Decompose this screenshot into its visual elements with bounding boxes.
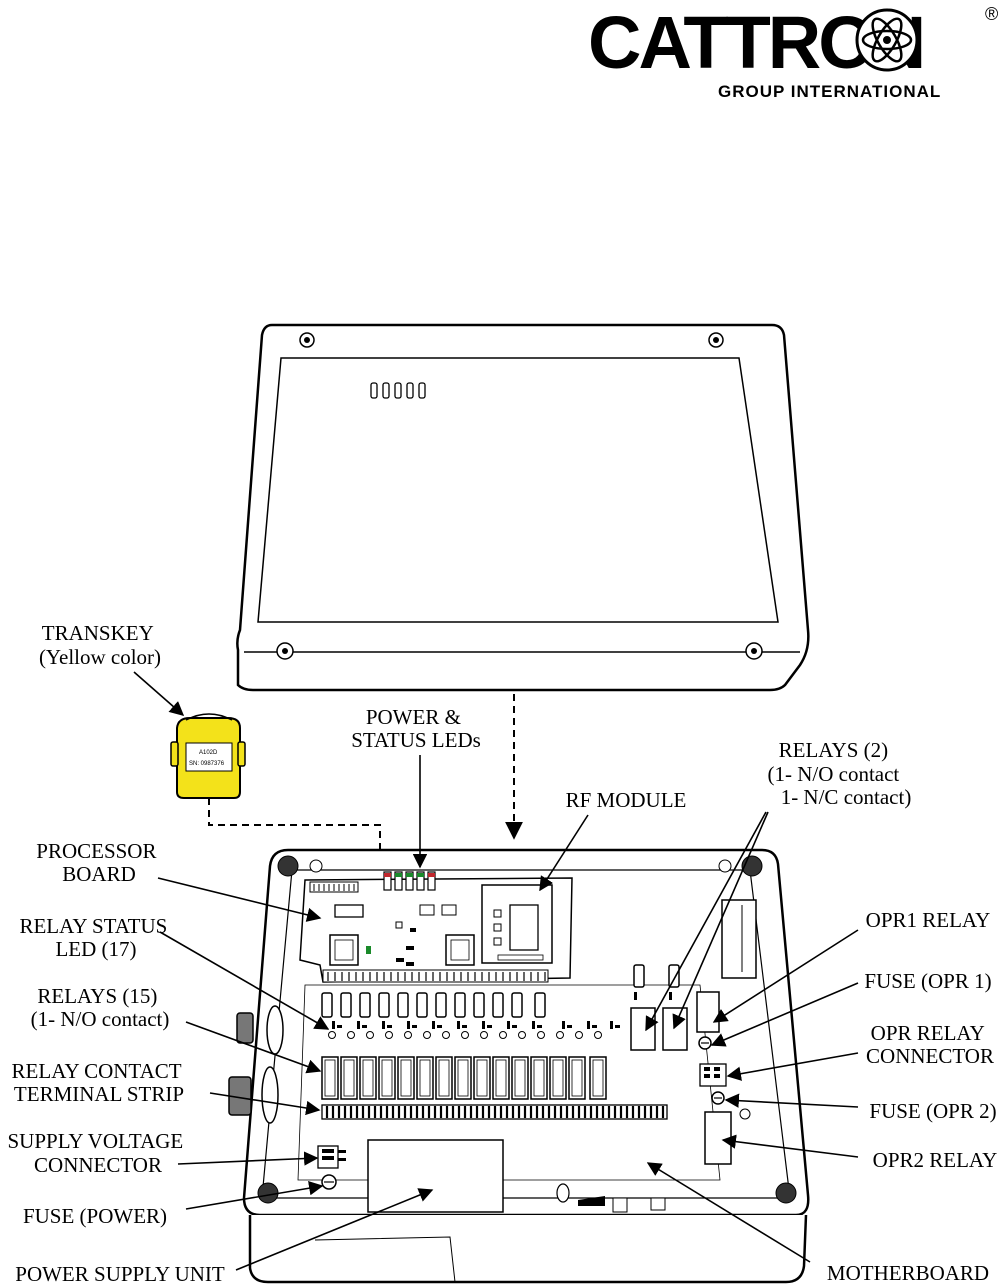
transkey-serial-text: SN: 0987376: [189, 761, 225, 767]
relay-status-leds: [328, 1031, 602, 1039]
label-relays-15: RELAYS (15) (1- N/O contact): [31, 984, 170, 1031]
callout-labels: TRANSKEY (Yellow color) POWER & STATUS L…: [8, 621, 998, 1286]
arrow-terminal-strip: [209, 1092, 321, 1116]
relays-15: [321, 1056, 607, 1100]
atom-icon: [855, 8, 919, 72]
label-rf-module: RF MODULE: [566, 788, 687, 812]
lid-screw-icon: [745, 642, 763, 660]
label-fuse-opr2: FUSE (OPR 2): [869, 1099, 996, 1123]
label-supply-voltage-connector: SUPPLY VOLTAGE CONNECTOR: [8, 1129, 189, 1177]
arrow-opr1-relay: [712, 929, 859, 1023]
motherboard: [297, 964, 751, 1213]
enclosure-lid: [236, 323, 810, 692]
opr1-relay: [696, 991, 720, 1033]
transkey-device: A102D SN: 0987376: [170, 713, 246, 799]
arrow-power-supply-unit: [235, 1188, 434, 1271]
label-opr1-relay: OPR1 RELAY: [866, 908, 991, 932]
arrow-supply-voltage-connector: [177, 1151, 319, 1166]
label-power-status-leds: POWER & STATUS LEDs: [351, 705, 481, 752]
leader-arrows: [133, 671, 859, 1271]
label-processor-board: PROCESSOR BOARD: [36, 839, 161, 886]
fuse-power-icon: [321, 1174, 337, 1190]
logo-subtitle: GROUP INTERNATIONAL: [718, 82, 941, 101]
rf-module: [481, 884, 553, 964]
arrow-relays-2-b: [672, 811, 769, 1030]
fuse-opr1-icon: [698, 1036, 712, 1050]
fuse-opr2-icon: [711, 1091, 725, 1105]
lid-screw-icon: [276, 642, 294, 660]
registered-mark: ®: [985, 4, 998, 24]
arrow-motherboard: [646, 1162, 811, 1263]
power-supply-unit: [367, 1139, 504, 1213]
relay-driver-row: [321, 964, 680, 1018]
label-power-supply-unit: POWER SUPPLY UNIT: [15, 1262, 225, 1286]
transkey-model-text: A102D: [199, 750, 218, 756]
arrow-relays-2-a: [645, 811, 767, 1032]
label-transkey: TRANSKEY (Yellow color): [39, 621, 161, 669]
label-relay-status-led: RELAY STATUS LED (17): [19, 914, 172, 961]
power-status-leds: [383, 871, 436, 891]
label-relays-2: RELAYS (2) (1- N/O contact 1- N/C contac…: [767, 738, 911, 809]
arrow-transkey: [133, 671, 185, 716]
label-opr2-relay: OPR2 RELAY: [873, 1148, 998, 1172]
arrow-relays-15: [185, 1021, 322, 1074]
arrow-fuse-opr2: [724, 1093, 859, 1108]
arrow-opr-relay-connector: [726, 1052, 859, 1081]
label-motherboard: MOTHERBOARD: [827, 1261, 989, 1285]
label-fuse-opr1: FUSE (OPR 1): [864, 969, 991, 993]
lid-screw-icon: [708, 332, 724, 348]
label-fuse-power: FUSE (POWER): [23, 1204, 167, 1228]
relay-contact-terminal-strip: [321, 1104, 668, 1120]
lid-led-windows: [370, 382, 426, 399]
arrow-rf-module: [539, 814, 589, 892]
status-led-icon: [366, 946, 371, 954]
label-opr-relay-connector: OPR RELAY CONNECTOR: [866, 1021, 994, 1068]
label-relay-contact-terminal-strip: RELAY CONTACT TERMINAL STRIP: [12, 1059, 187, 1106]
arrow-processor-board: [157, 877, 322, 922]
arrow-fuse-power: [185, 1181, 324, 1210]
cattron-logo: CATTRON ® GROUP INTERNATIONAL: [588, 1, 998, 101]
transkey-dashed-connection: [208, 798, 381, 870]
passive-components: [332, 992, 672, 1029]
arrow-relay-status-led: [159, 931, 330, 1030]
lid-screw-icon: [299, 332, 315, 348]
opr2-relay: [704, 1111, 732, 1165]
arrow-fuse-opr1: [710, 982, 859, 1047]
opr-relay-connector: [699, 1063, 727, 1087]
cable-gland-icon: [228, 1066, 279, 1124]
arrow-opr2-relay: [721, 1134, 859, 1158]
